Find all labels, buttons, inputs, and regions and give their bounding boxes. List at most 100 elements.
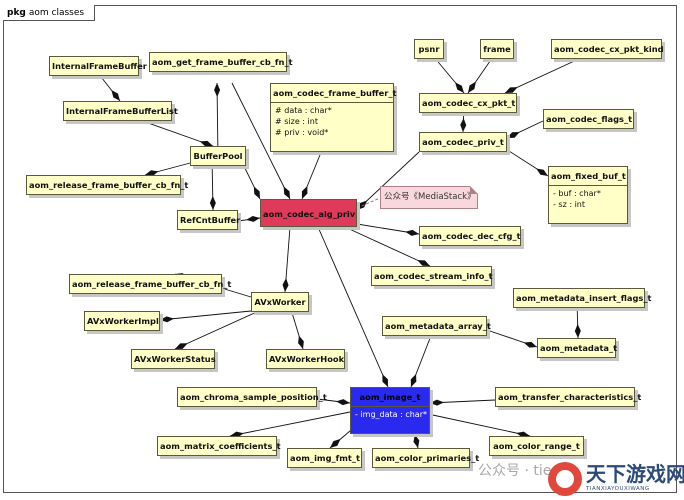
composition-diamond bbox=[209, 196, 216, 210]
composition-diamond bbox=[301, 186, 308, 199]
class-internal-frame-buffer[interactable]: InternalFrameBuffer bbox=[49, 56, 147, 76]
class-frame[interactable]: frame bbox=[480, 39, 514, 59]
class-name: aom_release_frame_buffer_cb_fn_t bbox=[29, 180, 189, 190]
composition-diamond bbox=[253, 186, 260, 199]
class-attributes: # data : char* # size : int # priv : voi… bbox=[271, 103, 393, 151]
composition-diamond bbox=[523, 341, 537, 348]
composition-diamond bbox=[298, 335, 304, 349]
association-line bbox=[356, 197, 381, 209]
class-internal-frame-buffer-list[interactable]: InternalFrameBufferList bbox=[63, 101, 178, 121]
class-attributes: - buf : char* - sz : int . bbox=[549, 186, 627, 223]
class-release-frame-buffer-cb-mid[interactable]: aom_release_frame_buffer_cb_fn_t bbox=[69, 274, 232, 294]
association-line bbox=[174, 305, 271, 350]
class-name: aom_chroma_sample_position_t bbox=[180, 392, 327, 402]
class-avx-worker-hook[interactable]: AVxWorkerHook bbox=[266, 349, 345, 369]
composition-diamond bbox=[111, 90, 120, 101]
composition-diamond bbox=[468, 81, 476, 93]
class-codec-cx-pkt[interactable]: aom_codec_cx_pkt_t bbox=[419, 93, 517, 113]
association-line bbox=[317, 226, 389, 388]
composition-diamond bbox=[536, 168, 548, 176]
association-line bbox=[356, 151, 420, 211]
class-name: aom_metadata_array_t bbox=[385, 321, 491, 331]
class-transfer-characteristics[interactable]: aom_transfer_characteristics_t bbox=[495, 387, 641, 407]
class-name: AVxWorkerImpl bbox=[87, 316, 159, 326]
class-get-frame-buffer-cb[interactable]: aom_get_frame_buffer_cb_fn_t bbox=[149, 52, 293, 72]
class-name: aom_image_t bbox=[351, 388, 429, 407]
class-name: aom_color_range_t bbox=[493, 441, 580, 451]
composition-diamond bbox=[145, 170, 159, 177]
composition-diamond bbox=[455, 82, 464, 93]
class-color-primaries[interactable]: aom_color_primaries_t bbox=[372, 448, 479, 468]
class-chroma-sample-position[interactable]: aom_chroma_sample_position_t bbox=[177, 387, 327, 407]
class-name: aom_codec_alg_priv bbox=[263, 209, 356, 219]
composition-diamond bbox=[246, 215, 260, 222]
association-line bbox=[427, 413, 531, 437]
composition-diamond bbox=[410, 373, 417, 387]
class-color-range[interactable]: aom_color_range_t bbox=[489, 436, 584, 456]
class-codec-flags[interactable]: aom_codec_flags_t bbox=[543, 109, 634, 129]
class-avx-worker-impl[interactable]: AVxWorkerImpl bbox=[84, 311, 160, 331]
class-buffer-pool[interactable]: BufferPool bbox=[190, 146, 246, 166]
class-img-fmt[interactable]: aom_img_fmt_t bbox=[287, 448, 362, 468]
class-name: AVxWorker bbox=[254, 297, 306, 307]
composition-diamond bbox=[282, 278, 289, 292]
class-name: aom_metadata_t bbox=[540, 343, 618, 353]
attribute: # size : int bbox=[275, 117, 318, 126]
class-name: aom_codec_cx_pkt_kind bbox=[554, 44, 664, 54]
association-line bbox=[231, 82, 291, 200]
class-fixed-buf[interactable]: aom_fixed_buf_t - buf : char* - sz : int… bbox=[548, 166, 628, 224]
watermark-site-name: 天下游戏网 bbox=[586, 462, 684, 486]
attribute: - sz : int bbox=[553, 200, 586, 209]
class-ref-cnt-buffer[interactable]: RefCntBuffer bbox=[177, 210, 241, 230]
class-name: aom_codec_flags_t bbox=[546, 114, 633, 124]
composition-diamond bbox=[214, 83, 221, 97]
class-name: aom_fixed_buf_t bbox=[549, 167, 627, 186]
composition-diamond bbox=[574, 324, 581, 338]
composition-diamond bbox=[505, 87, 518, 93]
class-avx-worker[interactable]: AVxWorker bbox=[251, 292, 309, 312]
composition-diamond bbox=[330, 438, 341, 448]
class-codec-stream-info[interactable]: aom_codec_stream_info_t bbox=[371, 266, 493, 286]
class-name: aom_release_frame_buffer_cb_fn_t bbox=[72, 279, 232, 289]
class-metadata-array[interactable]: aom_metadata_array_t bbox=[382, 316, 491, 336]
composition-diamond bbox=[160, 316, 174, 323]
class-codec-priv[interactable]: aom_codec_priv_t bbox=[419, 132, 507, 152]
class-image[interactable]: aom_image_t - img_data : char* . bbox=[350, 387, 430, 434]
class-name: aom_codec_stream_info_t bbox=[374, 271, 493, 281]
association-line bbox=[159, 310, 252, 321]
composition-diamond bbox=[507, 132, 520, 138]
note-media-stack: 公众号《MediaStack》 bbox=[380, 186, 478, 209]
package-frame bbox=[3, 5, 677, 493]
attribute: # data : char* bbox=[275, 106, 332, 115]
class-name: aom_get_frame_buffer_cb_fn_t bbox=[152, 57, 293, 67]
class-matrix-coefficients[interactable]: aom_matrix_coefficients_t bbox=[157, 436, 281, 456]
site-logo-icon bbox=[548, 462, 582, 496]
class-metadata-insert-flags[interactable]: aom_metadata_insert_flags_t bbox=[513, 288, 651, 308]
class-codec-cx-pkt-kind[interactable]: aom_codec_cx_pkt_kind bbox=[551, 39, 664, 59]
class-codec-dec-cfg[interactable]: aom_codec_dec_cfg_t bbox=[419, 226, 521, 246]
class-name: InternalFrameBufferList bbox=[66, 106, 178, 116]
class-release-frame-buffer-cb-top[interactable]: aom_release_frame_buffer_cb_fn_t bbox=[26, 175, 189, 195]
class-metadata[interactable]: aom_metadata_t bbox=[537, 338, 618, 358]
class-psnr[interactable]: psnr bbox=[414, 39, 444, 59]
package-name: aom classes bbox=[28, 8, 85, 18]
class-name: aom_matrix_coefficients_t bbox=[160, 441, 281, 451]
class-codec-frame-buffer[interactable]: aom_codec_frame_buffer_t # data : char* … bbox=[270, 83, 396, 152]
class-avx-worker-status[interactable]: AVxWorkerStatus bbox=[131, 349, 216, 369]
watermark-badge: 天下游戏网 TIANXIAYOUXIWANG bbox=[548, 462, 684, 496]
composition-diamond bbox=[405, 229, 419, 236]
watermark-site-sub: TIANXIAYOUXIWANG bbox=[586, 486, 650, 492]
class-name: BufferPool bbox=[193, 151, 243, 161]
package-keyword: pkg bbox=[7, 8, 26, 18]
association-line bbox=[229, 411, 351, 437]
class-attributes: - img_data : char* . bbox=[351, 407, 429, 433]
note-text: 公众号《MediaStack》 bbox=[384, 192, 476, 202]
composition-diamond bbox=[417, 260, 430, 266]
class-name: RefCntBuffer bbox=[180, 215, 241, 225]
composition-diamond bbox=[413, 434, 420, 448]
class-name: frame bbox=[483, 44, 511, 54]
class-codec-alg-priv[interactable]: aom_codec_alg_priv bbox=[260, 199, 357, 227]
